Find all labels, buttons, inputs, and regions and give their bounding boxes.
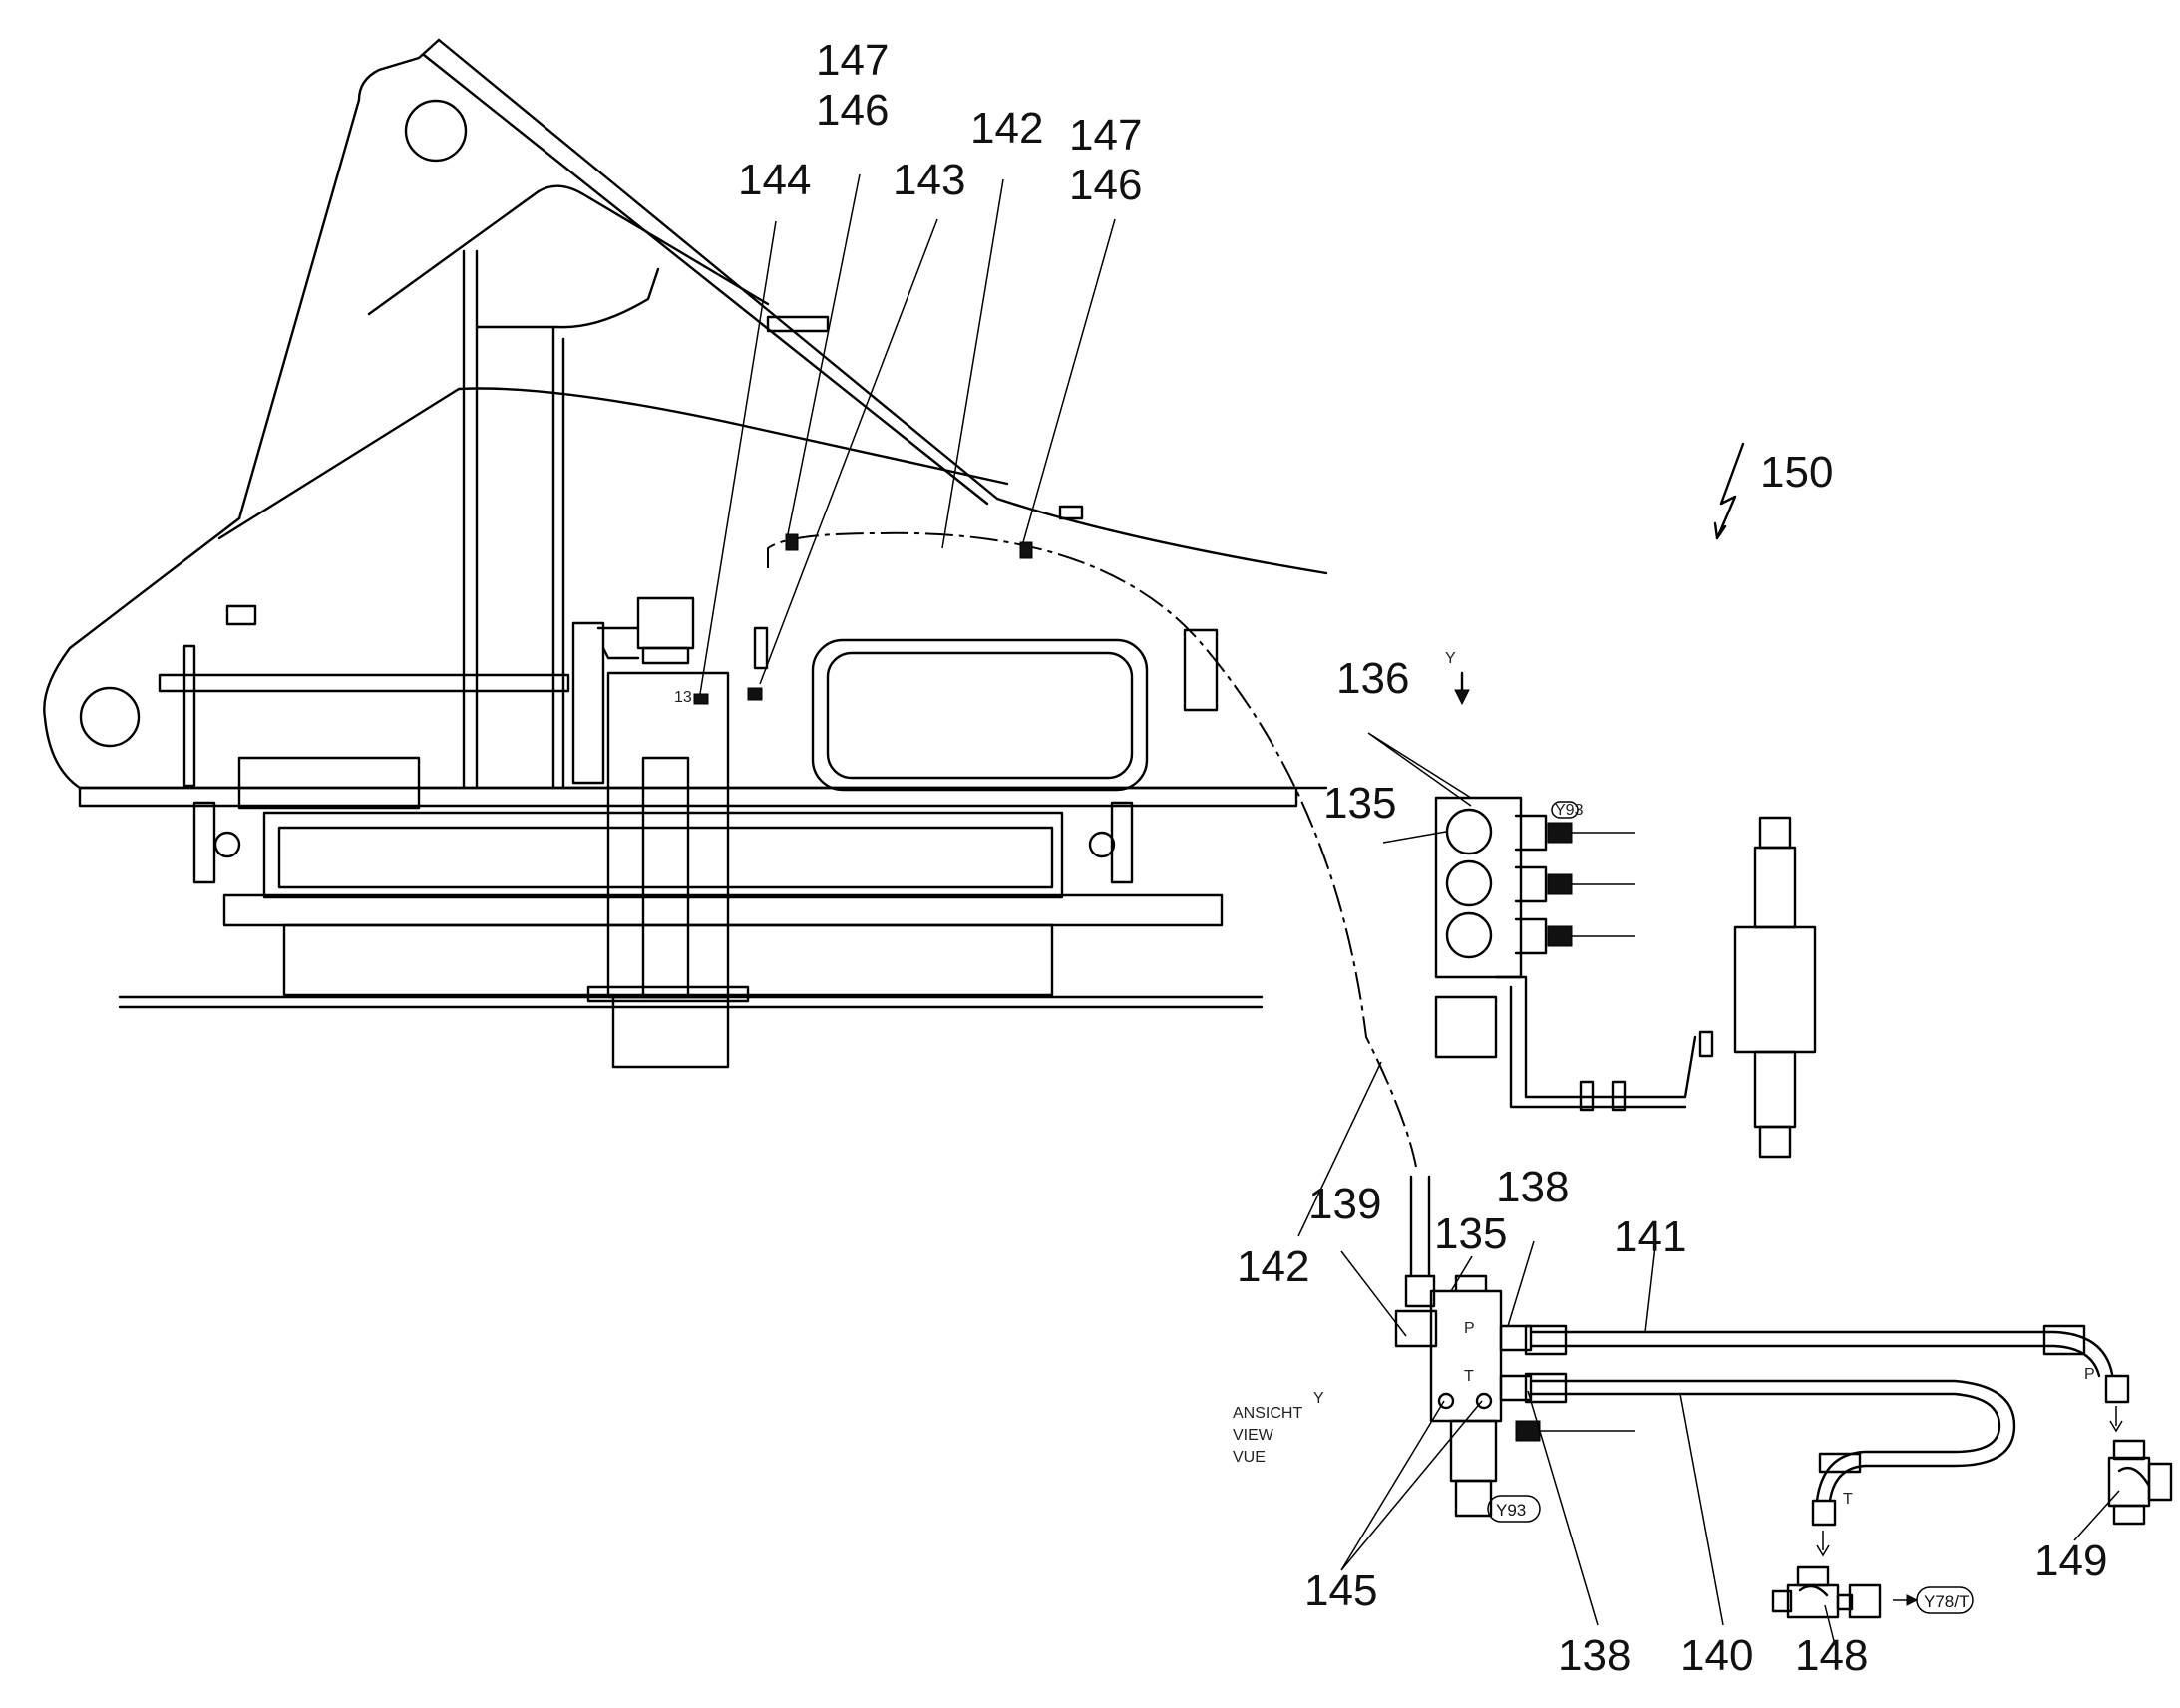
- label-147-left: 147: [816, 36, 889, 85]
- label-145: 145: [1304, 1566, 1377, 1615]
- hose-clamp-146-right: [1019, 541, 1033, 559]
- valve-detail-lower: P T Y78/T Y93 P: [1394, 1175, 2173, 1619]
- label-142-bottom: 142: [1237, 1242, 1309, 1291]
- svg-text:Y: Y: [1445, 650, 1456, 667]
- svg-text:VIEW: VIEW: [1233, 1427, 1274, 1444]
- label-140: 140: [1680, 1631, 1753, 1680]
- label-144: 144: [738, 156, 811, 204]
- svg-text:Y93: Y93: [1555, 802, 1584, 819]
- label-149: 149: [2034, 1537, 2107, 1585]
- view-direction-arrow-y: Y: [1445, 650, 1470, 706]
- y78t-tag: Y78/T: [1924, 1592, 1969, 1611]
- svg-text:P: P: [2084, 1366, 2095, 1383]
- label-142-top: 142: [970, 104, 1043, 153]
- label-138-top: 138: [1496, 1163, 1569, 1211]
- svg-text:Y: Y: [1313, 1390, 1324, 1407]
- central-column: [606, 671, 730, 999]
- label-135-top: 135: [1323, 779, 1396, 828]
- svg-text:T: T: [1464, 1368, 1474, 1385]
- label-138-bottom: 138: [1558, 1631, 1631, 1680]
- tag-13: 13: [674, 689, 692, 706]
- reference-arrow-150: [1713, 442, 1745, 540]
- pivot-hole-top: [404, 99, 468, 163]
- label-139: 139: [1308, 1180, 1381, 1228]
- label-148: 148: [1795, 1631, 1868, 1680]
- label-150: 150: [1760, 448, 1833, 497]
- label-146-right: 146: [1069, 161, 1142, 209]
- fitting-144: [693, 693, 709, 705]
- svg-text:VUE: VUE: [1233, 1449, 1266, 1466]
- machine-frame: [43, 38, 1328, 1069]
- label-146-left: 146: [816, 86, 889, 135]
- fitting-143: [747, 626, 769, 701]
- label-143: 143: [893, 156, 965, 204]
- valve-assembly-upper: Y93: [1434, 796, 1817, 1159]
- label-135-bottom: 135: [1434, 1209, 1507, 1258]
- hose-clamp-146-left: [785, 533, 799, 551]
- svg-text:ANSICHT: ANSICHT: [1233, 1405, 1302, 1422]
- y93-tag: Y93: [1496, 1501, 1526, 1520]
- label-136: 136: [1336, 654, 1409, 703]
- pivot-hole-left: [79, 686, 141, 748]
- svg-text:T: T: [1843, 1491, 1853, 1508]
- label-141: 141: [1614, 1212, 1686, 1261]
- svg-text:P: P: [1464, 1320, 1475, 1337]
- view-caption: Y ANSICHT VIEW VUE: [1233, 1390, 1324, 1466]
- label-147-right: 147: [1069, 111, 1142, 160]
- leader-lines: [699, 173, 2120, 1646]
